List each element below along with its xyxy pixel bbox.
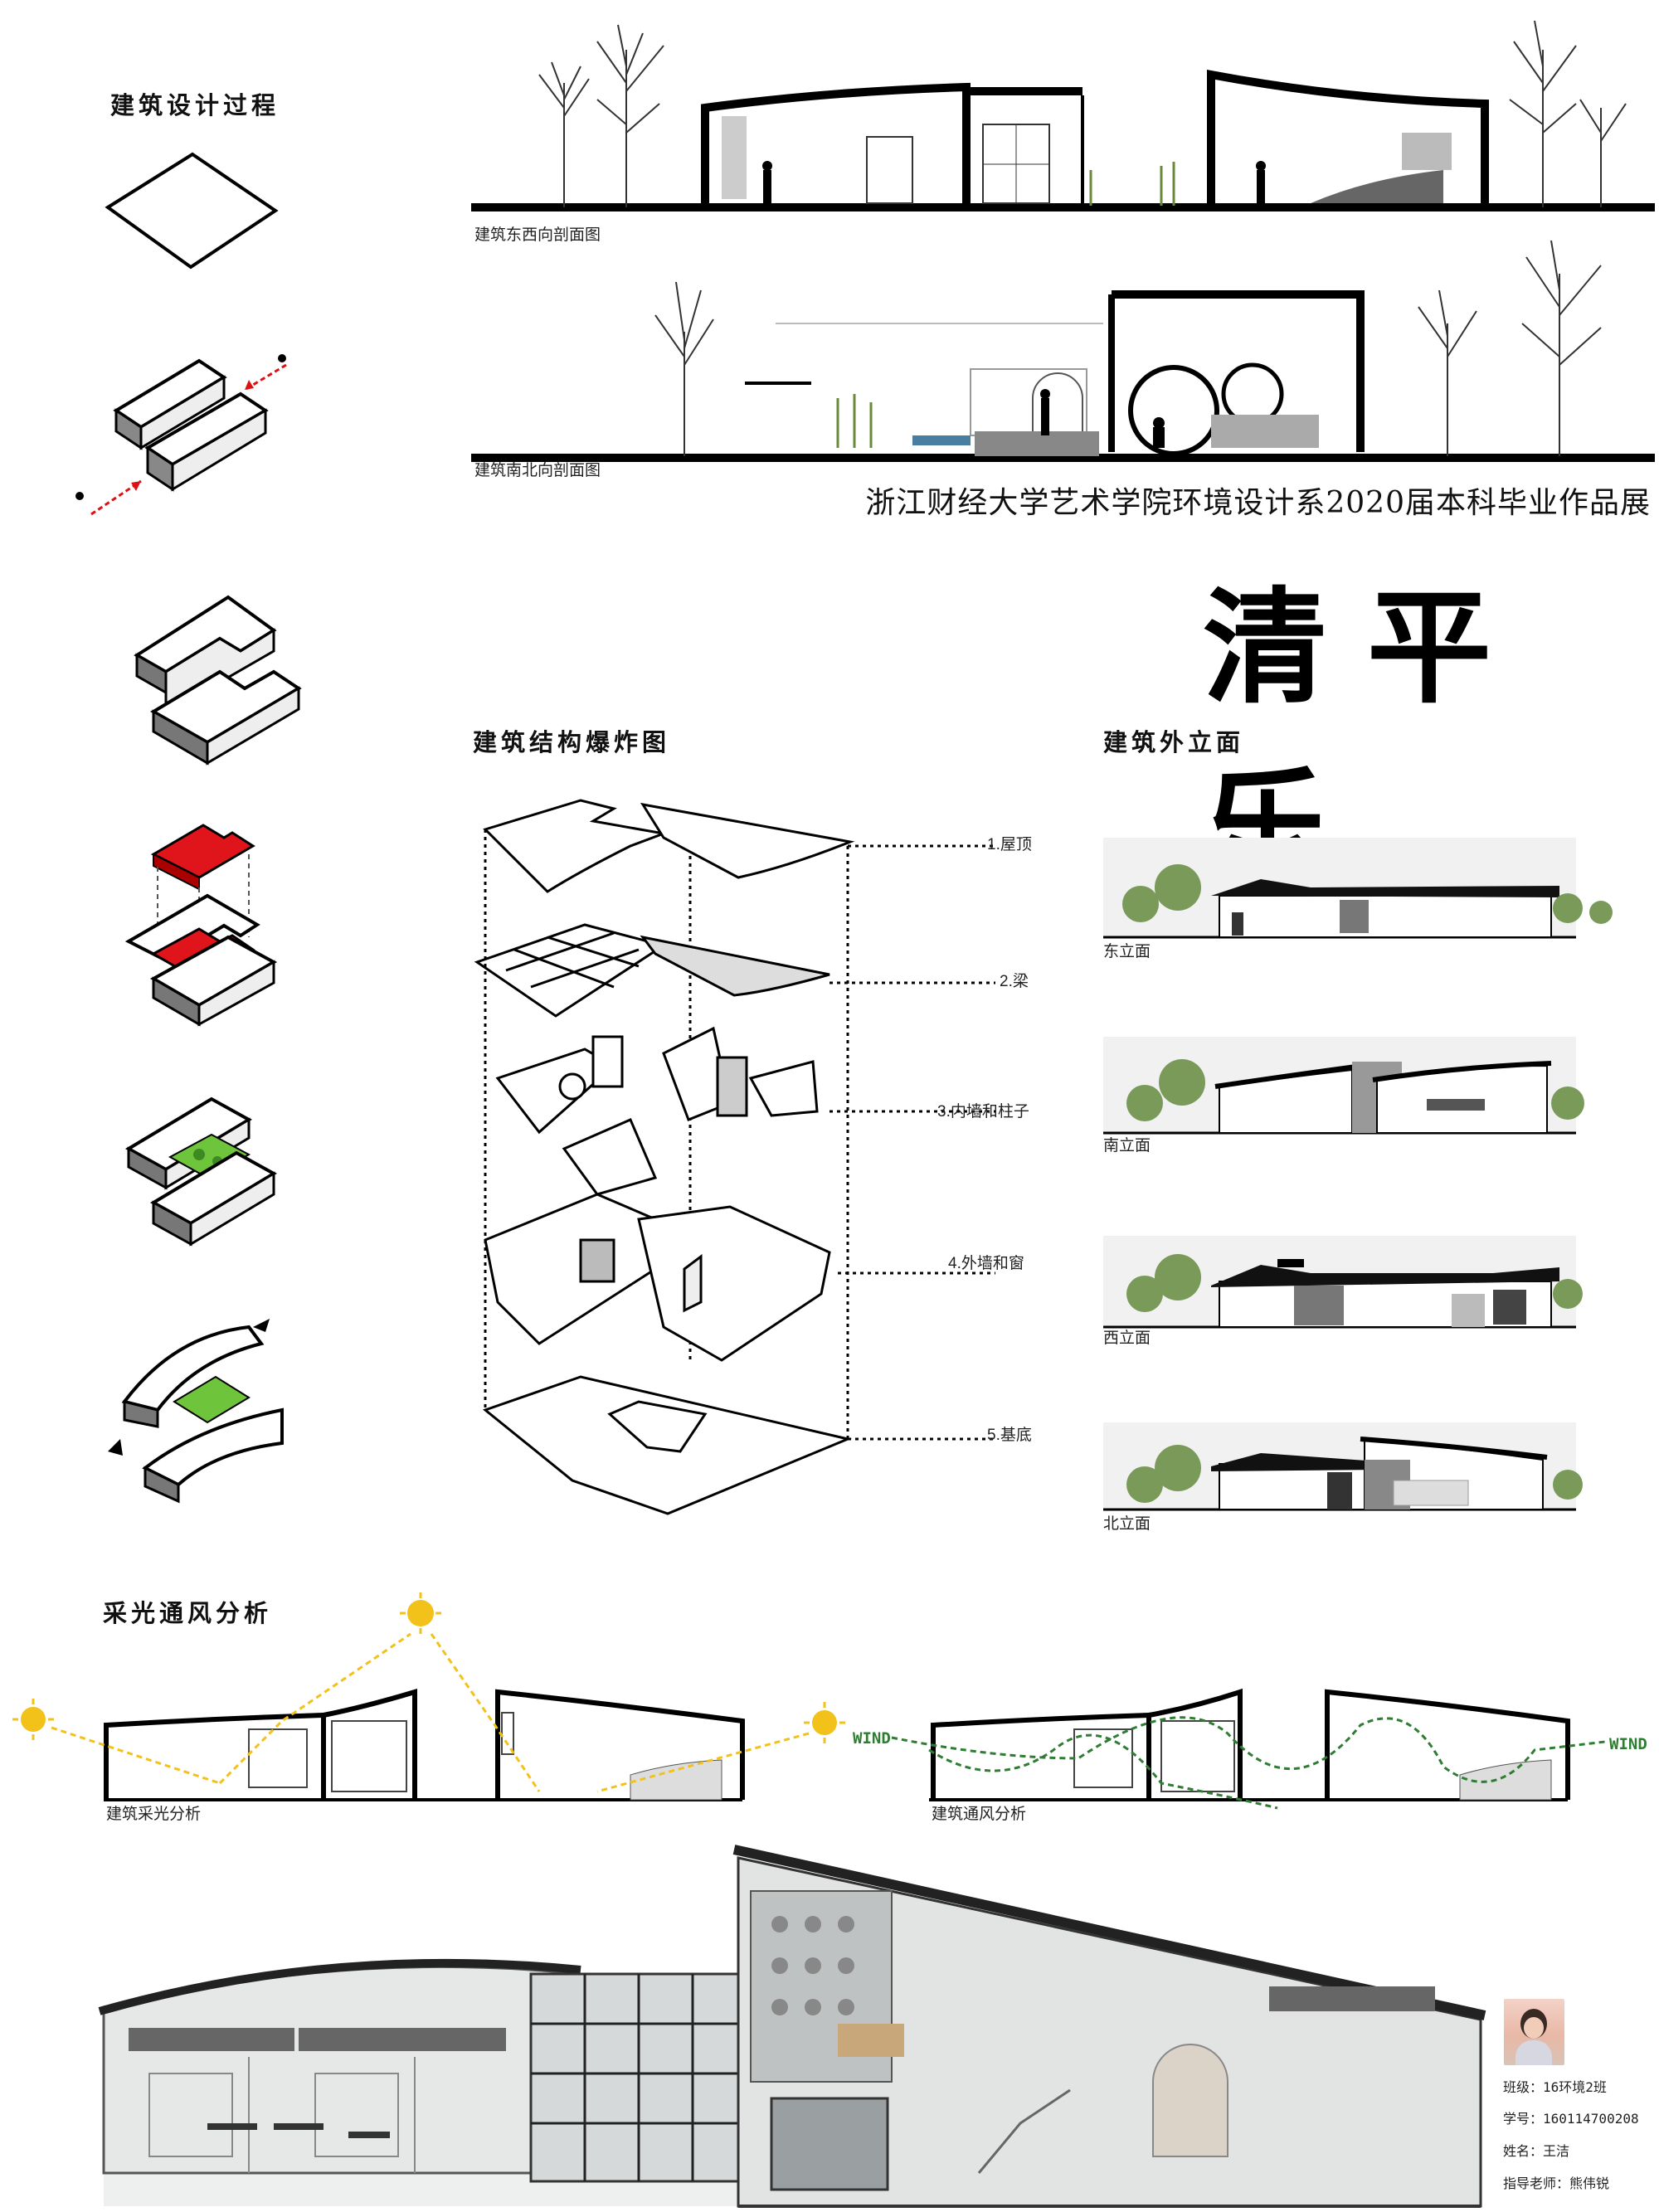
explosion-layer-roof: 1.屋顶 xyxy=(987,836,1032,853)
exhibition-title: 浙江财经大学艺术学院环境设计系2020届本科毕业作品展 xyxy=(865,486,1651,520)
elevation-south-label: 南立面 xyxy=(1103,1137,1151,1155)
light-analysis-label: 建筑采光分析 xyxy=(106,1806,202,1823)
explosion-layer-outer-walls: 4.外墙和窗 xyxy=(948,1255,1024,1272)
elevation-east-label: 东立面 xyxy=(1103,943,1151,960)
ew-section-label: 建筑东西向剖面图 xyxy=(474,226,601,244)
elevation-west-label: 西立面 xyxy=(1103,1330,1151,1347)
elevation-north-label: 北立面 xyxy=(1103,1515,1151,1533)
explosion-heading: 建筑结构爆炸图 xyxy=(473,728,671,756)
sun-icon-right xyxy=(804,1702,845,1743)
student-name: 姓名：王洁 xyxy=(1503,2143,1570,2159)
sun-icon-left xyxy=(12,1699,54,1740)
student-id: 学号：160114700208 xyxy=(1503,2111,1639,2127)
ns-section-label: 建筑南北向剖面图 xyxy=(474,462,601,479)
analysis-heading: 采光通风分析 xyxy=(103,1599,273,1627)
student-class: 班级：16环境2班 xyxy=(1503,2079,1607,2095)
student-advisor: 指导老师：熊伟锐 xyxy=(1503,2176,1610,2191)
elevations-heading: 建筑外立面 xyxy=(1103,728,1245,756)
explosion-layer-base: 5.基底 xyxy=(987,1427,1032,1444)
wind-left-label: WIND xyxy=(853,1729,891,1748)
student-avatar xyxy=(1504,1999,1564,2065)
explosion-layer-inner-walls: 3.内墙和柱子 xyxy=(937,1103,1029,1121)
wind-right-label: WIND xyxy=(1609,1735,1647,1753)
explosion-layer-beams: 2.梁 xyxy=(1000,973,1029,990)
process-heading: 建筑设计过程 xyxy=(110,91,280,119)
sun-icon-top xyxy=(400,1592,441,1634)
wind-analysis-label: 建筑通风分析 xyxy=(932,1806,1027,1823)
